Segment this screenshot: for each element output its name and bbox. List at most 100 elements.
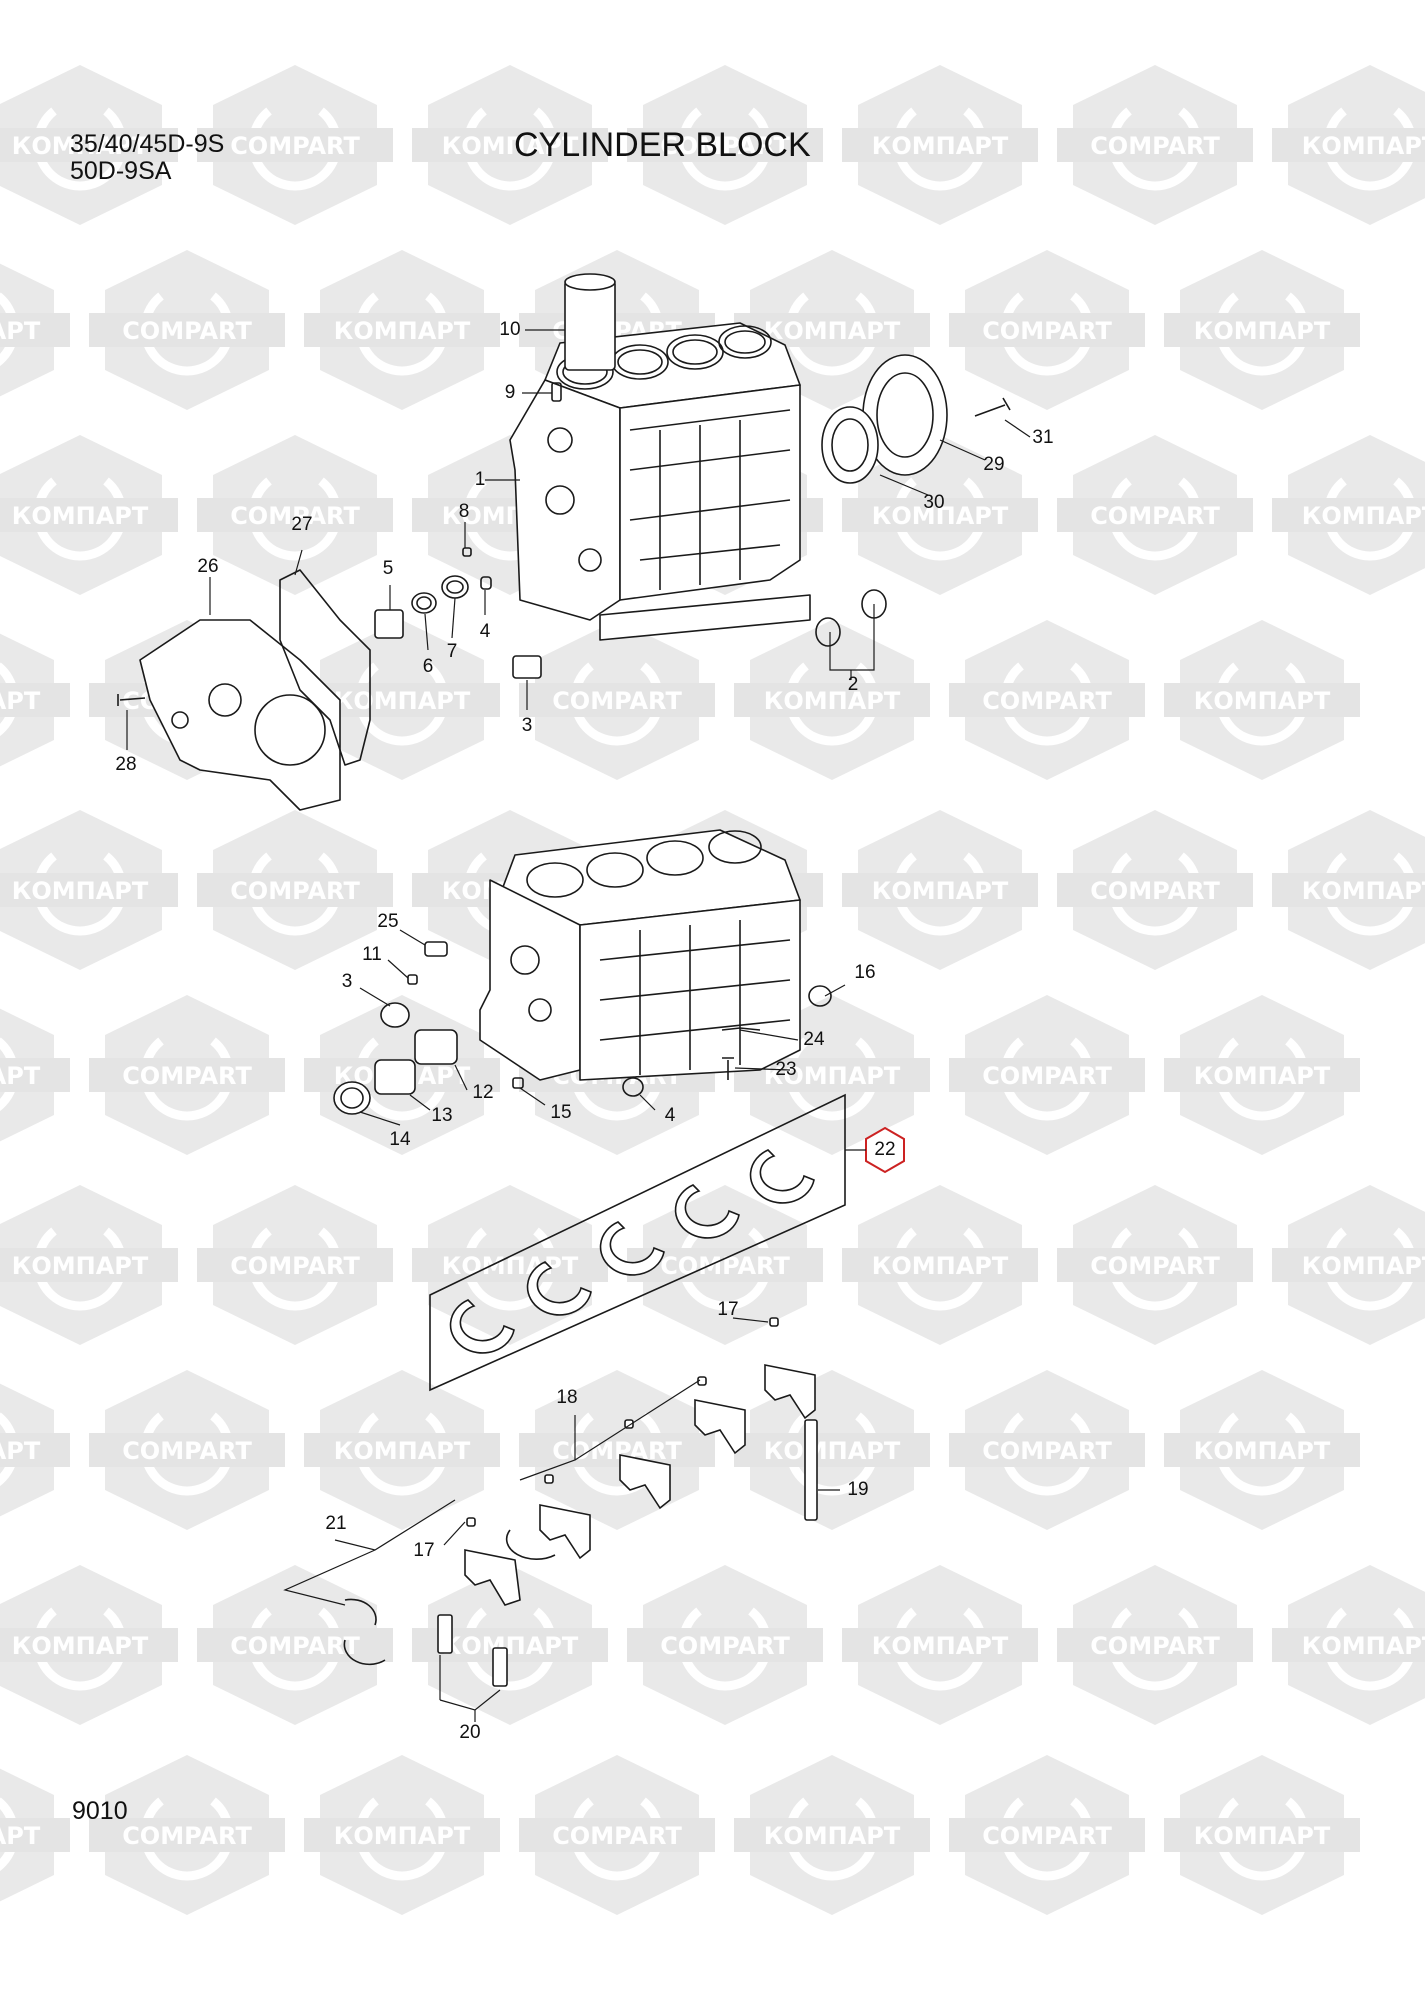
watermark-tile: COMPART [1057,1565,1253,1725]
callout-label-8: 8 [459,501,470,522]
watermark-tile: КОМПАРТ [1272,1565,1425,1725]
callout-label-17: 17 [717,1299,738,1320]
watermark-text: COMPART [982,1062,1112,1090]
callout-label-15: 15 [550,1102,571,1123]
callout-label-13: 13 [431,1105,452,1126]
watermark-tile: КОМПАРТ [1272,1185,1425,1345]
callout-label-31: 31 [1032,427,1053,448]
cylinder-block-lower-illustration [333,829,832,1115]
watermark-tile: КОМПАРТ [304,620,500,780]
callout-label-21: 21 [325,1513,346,1534]
callout-label-3: 3 [342,971,353,992]
watermark-tile: КОМПАРТ [734,995,930,1155]
watermark-text: КОМПАРТ [442,132,579,160]
watermark-tile: КОМПАРТ [304,1755,500,1915]
watermark-tile: КОМПАРТ [734,250,930,410]
watermark-tile: КОМПАРТ [0,1755,70,1915]
watermark-tile: КОМПАРТ [0,435,178,595]
watermark-text: КОМПАРТ [1194,1822,1331,1850]
watermark-text: КОМПАРТ [764,1062,901,1090]
watermark-text: КОМПАРТ [442,1632,579,1660]
callout-label-5: 5 [383,558,394,579]
watermark-text: COMPART [982,687,1112,715]
watermark-tile: COMPART [949,620,1145,780]
model-number-primary: 35/40/45D-9S [70,130,225,158]
watermark-tile: КОМПАРТ [842,1565,1038,1725]
watermark-tile: COMPART [627,1185,823,1345]
watermark-text: КОМПАРТ [764,1822,901,1850]
watermark-text: КОМПАРТ [334,1437,471,1465]
watermark-tile: КОМПАРТ [0,1185,178,1345]
callout-labels: 1233445678910111213141516171718192021222… [115,319,1053,1743]
callout-label-14: 14 [389,1129,411,1150]
callout-label-1: 1 [475,469,486,490]
watermark-tile: COMPART [89,1755,285,1915]
watermark-tile: КОМПАРТ [0,995,70,1155]
callout-label-26: 26 [197,556,218,577]
watermark-text: COMPART [982,1437,1112,1465]
watermark-tile: COMPART [627,1565,823,1725]
watermark-text: КОМПАРТ [334,1822,471,1850]
callout-label-12: 12 [472,1082,493,1103]
callout-label-4: 4 [480,621,491,642]
callout-label-10: 10 [499,319,520,340]
watermark-text: КОМПАРТ [1302,1632,1425,1660]
watermark-text: COMPART [1090,502,1220,530]
watermark-tile: COMPART [519,620,715,780]
callout-label-25: 25 [377,911,398,932]
watermark-text: КОМПАРТ [1194,687,1331,715]
cylinder-block-upper-illustration [117,273,1011,811]
watermark-tile: COMPART [1057,810,1253,970]
watermark-tile: COMPART [197,1565,393,1725]
callout-label-28: 28 [115,754,136,775]
callout-label-9: 9 [505,382,516,403]
page-number: 9010 [72,1797,128,1825]
watermark-tile: COMPART [89,250,285,410]
watermark-text: COMPART [230,132,360,160]
watermark-tile: COMPART [197,435,393,595]
callout-label-27: 27 [291,514,312,535]
watermark-tile: COMPART [949,1370,1145,1530]
watermark-text: COMPART [122,1822,252,1850]
watermark-text: COMPART [552,687,682,715]
watermark-tile: COMPART [197,1185,393,1345]
watermark-text: КОМПАРТ [872,1632,1009,1660]
bearing-caps-illustration [343,1317,818,1687]
watermark-text: КОМПАРТ [872,877,1009,905]
watermark-text: КОМПАРТ [1302,1252,1425,1280]
watermark-text: COMPART [660,1632,790,1660]
watermark-tile: КОМПАРТ [842,810,1038,970]
leader-lines [126,329,1031,1722]
watermark-text: КОМПАРТ [764,1437,901,1465]
main-bearing-shells-illustration [429,1093,846,1392]
callout-label-17: 17 [413,1540,434,1561]
item-22-highlight-hexagon [865,1126,905,1174]
watermark-text: КОМПАРТ [1302,877,1425,905]
callout-label-20: 20 [459,1722,480,1743]
callout-label-22: 22 [874,1139,895,1160]
callout-label-16: 16 [854,962,875,983]
watermark-text: КОМПАРТ [872,132,1009,160]
watermark-tile: КОМПАРТ [0,250,70,410]
watermark-tile: КОМПАРТ [0,1565,178,1725]
watermark-text: КОМПАРТ [1194,317,1331,345]
model-number-secondary: 50D-9SA [70,157,172,185]
callout-label-4: 4 [665,1105,676,1126]
watermark-text: КОМПАРТ [1194,1062,1331,1090]
watermark-text: COMPART [230,502,360,530]
watermark-text: КОМПАРТ [872,1252,1009,1280]
watermark-text: КОМПАРТ [1302,132,1425,160]
watermark-tile: КОМПАРТ [1272,65,1425,225]
watermark-text: КОМПАРТ [1194,1437,1331,1465]
watermark-tile: КОМПАРТ [412,65,608,225]
watermark-text: КОМПАРТ [0,687,41,715]
watermark-tile: КОМПАРТ [0,620,70,780]
watermark-tile: КОМПАРТ [0,810,178,970]
callout-label-19: 19 [847,1479,868,1500]
watermark-tile: КОМПАРТ [304,250,500,410]
callout-label-7: 7 [447,641,458,662]
watermark-tile: КОМПАРТ [1164,995,1360,1155]
watermark-text: КОМПАРТ [12,1252,149,1280]
watermark-tile: КОМПАРТ [1164,620,1360,780]
